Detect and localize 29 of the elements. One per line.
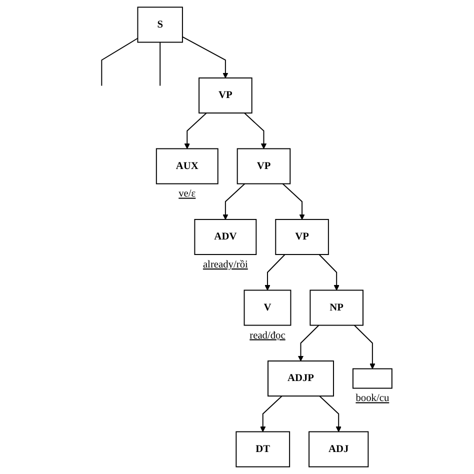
word-gloss: already/rồi	[202, 260, 248, 270]
arrow	[244, 112, 267, 149]
arrow	[264, 254, 286, 290]
node-box: VP	[236, 148, 291, 184]
node-box: ADJP	[267, 360, 334, 397]
node-box: AUX	[156, 148, 218, 184]
connector	[101, 38, 138, 86]
arrow	[298, 324, 320, 362]
node-box: NP	[310, 290, 364, 326]
node-box: DT	[236, 431, 290, 468]
arrow	[260, 396, 282, 432]
node-box	[352, 368, 392, 389]
arrow	[354, 324, 376, 370]
node-box: VP	[275, 218, 329, 255]
arrow	[184, 112, 207, 149]
word-gloss: read/đọc	[250, 330, 286, 342]
node-box: ADV	[194, 218, 257, 255]
node-box: V	[244, 290, 292, 326]
word-gloss: book/cu	[356, 393, 390, 404]
arrow	[318, 396, 342, 432]
connector	[160, 42, 161, 86]
word-gloss: ve/ε	[178, 188, 196, 200]
node-box: VP	[198, 77, 252, 114]
node-box: S	[137, 6, 183, 43]
node-box: ADJ	[308, 431, 369, 468]
arrow	[222, 183, 246, 220]
arrow	[282, 183, 305, 220]
arrow	[318, 254, 340, 290]
arrow	[182, 36, 228, 78]
